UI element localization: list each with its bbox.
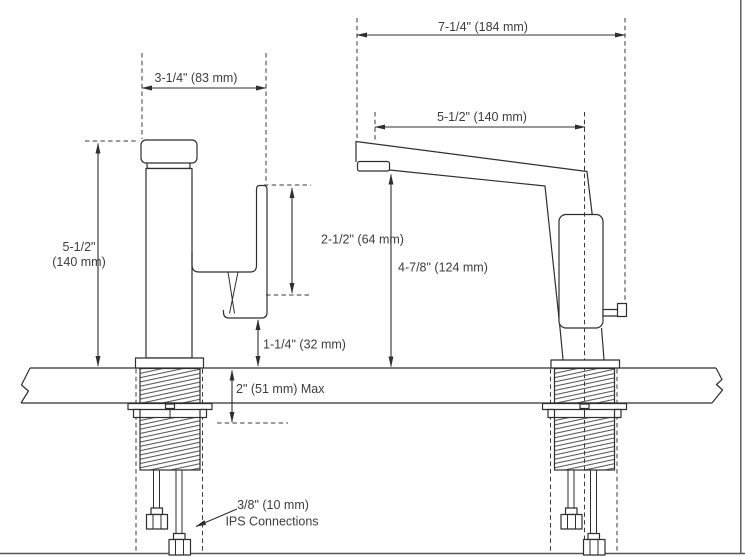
body-height-label-in: 5-1/2" [63, 240, 96, 254]
body-rear-lower [600, 327, 605, 360]
base-flange-side [550, 359, 621, 369]
spout-cap [140, 139, 198, 164]
spout-outline [355, 140, 594, 218]
side-view-shank-assembly [541, 367, 628, 556]
spout-reach-label: 5-1/2" (140 mm) [437, 110, 527, 124]
dimension-overall-depth: 7-1/4" (184 mm) [356, 18, 626, 303]
deck-break-left [20, 367, 31, 404]
outlet-cap [616, 302, 628, 318]
max-deck-thickness-label: 2" (51 mm) Max [236, 382, 325, 396]
dimension-handle-clearance: 1-1/4" (32 mm) [255, 319, 346, 367]
handle-length-label: 2-1/2" (64 mm) [321, 233, 404, 247]
overall-depth-label: 7-1/4" (184 mm) [438, 20, 528, 34]
supply-type-label: IPS Connections [225, 515, 318, 529]
deck-break-right [711, 367, 724, 404]
handle-clearance-label: 1-1/4" (32 mm) [263, 338, 346, 352]
handle-lever-outline [191, 184, 268, 319]
dimension-spout-reach: 5-1/2" (140 mm) [374, 110, 586, 140]
dimension-overall-width: 3-1/4" (83 mm) [141, 53, 267, 184]
supply-size-label: 3/8" (10 mm) [237, 498, 309, 512]
base-plate [134, 357, 205, 369]
faucet-body [145, 167, 193, 359]
dimension-body-height: 5-1/2" (140 mm) [52, 140, 139, 367]
cap-lip [146, 163, 191, 170]
outlet-arm [602, 308, 620, 317]
dimension-max-deck-thickness: 2" (51 mm) Max [217, 369, 325, 424]
supply-connection-note: 3/8" (10 mm) IPS Connections [195, 498, 319, 529]
side-view-faucet [355, 112, 628, 545]
aerator [356, 160, 391, 172]
front-view-shank-assembly [127, 367, 213, 556]
front-view-faucet [134, 139, 268, 369]
handle-stem-lines [227, 271, 239, 314]
dimension-handle-length: 2-1/2" (64 mm) [264, 184, 404, 296]
handle-side [558, 213, 604, 329]
spout-height-label: 4-7/8" (124 mm) [398, 261, 488, 275]
body-height-label-mm: (140 mm) [52, 255, 105, 269]
spout-underside-and-body-front [389, 169, 564, 360]
dimension-spout-height: 4-7/8" (124 mm) [388, 173, 488, 368]
overall-width-label: 3-1/4" (83 mm) [155, 71, 238, 85]
